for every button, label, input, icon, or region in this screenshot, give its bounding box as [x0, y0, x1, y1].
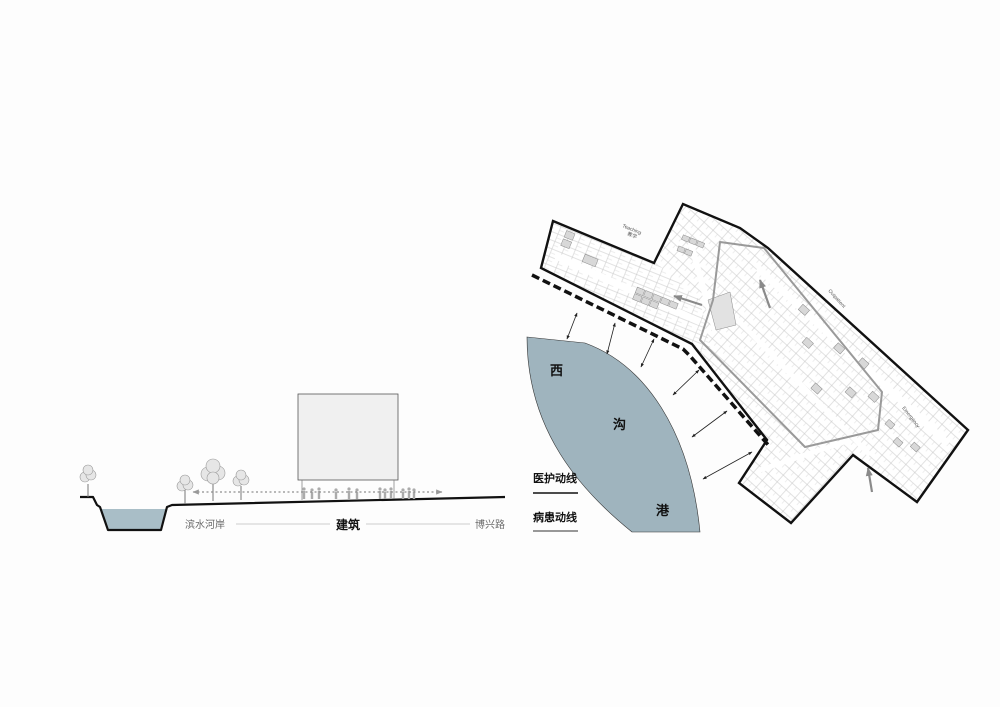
- staff-flow-line: [531, 273, 772, 449]
- ground-line: [80, 495, 506, 532]
- patient-flow-arrow: [672, 369, 700, 396]
- legend-staff-flow-label: 医护动线: [533, 471, 577, 485]
- interior-flow-arrow: [758, 279, 772, 309]
- patient-flow-arrows: [566, 312, 753, 480]
- tree-icon: [79, 464, 97, 497]
- building-label: 建筑: [335, 517, 360, 532]
- waterfront-label: 滨水河岸: [185, 518, 225, 531]
- interior-flow-arrow: [865, 467, 874, 493]
- river-name-char: 港: [656, 503, 670, 518]
- river-name-char: 西: [550, 363, 563, 378]
- patient-flow-arrow: [691, 410, 728, 438]
- road-label: 博兴路: [475, 518, 505, 531]
- site-plan: 西 沟 港: [526, 202, 970, 533]
- channel-water: [101, 509, 166, 529]
- patient-flow-arrow: [606, 322, 616, 355]
- tree-icon: [200, 458, 226, 501]
- people-figures: [302, 487, 416, 499]
- site-section: 滨水河岸 建筑 博兴路: [79, 393, 506, 532]
- river-shape: [526, 336, 701, 533]
- legend-patient-flow-label: 病患动线: [533, 510, 577, 524]
- river-name-char: 沟: [613, 417, 626, 432]
- building-volume: [297, 393, 399, 481]
- building-outline: [539, 202, 970, 525]
- patient-flow-arrow: [640, 338, 655, 368]
- patient-flow-arrow: [702, 451, 753, 480]
- interior-flow-arrow: [673, 294, 703, 307]
- department-boundary: [699, 241, 883, 448]
- tree-icon: [176, 474, 194, 504]
- patient-flow-arrow: [566, 312, 578, 340]
- teaching-label-cn: 教学: [626, 230, 638, 240]
- tree-icon: [232, 469, 250, 500]
- legend: 医护动线 病患动线: [533, 471, 578, 532]
